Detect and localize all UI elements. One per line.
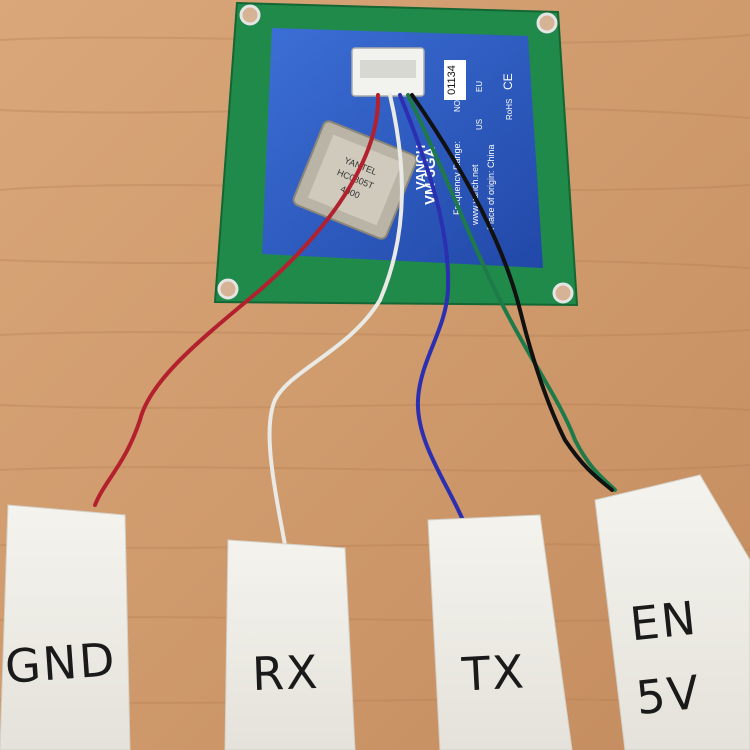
tape-rx (224, 539, 356, 750)
tape-gnd (0, 504, 131, 750)
label-gnd: GND (3, 632, 119, 694)
mount-hole-bottom-right (552, 282, 574, 304)
tape-tx (427, 514, 573, 750)
wire-black-5v (410, 93, 614, 492)
ce-mark: CE (501, 73, 515, 90)
mount-hole-top-right (536, 12, 558, 34)
connector-pins (360, 60, 416, 78)
frequency-label: Frequency Range: (452, 141, 462, 215)
us-label: US (475, 119, 484, 130)
wire-red-gnd (93, 93, 381, 507)
wire-white-rx (267, 93, 404, 547)
tape-en-5v (594, 474, 750, 750)
mount-hole-top-left (239, 4, 261, 26)
label-5v: 5V (633, 664, 704, 726)
label-en: EN (627, 590, 701, 652)
wire-green-en (406, 93, 617, 492)
label-tx: TX (460, 644, 527, 702)
origin-text: Place of origin: China (486, 144, 496, 230)
label-rx: RX (251, 644, 321, 702)
eu-label: EU (475, 81, 484, 92)
serial-prefix: NO: (453, 98, 462, 112)
wire-blue-tx (398, 93, 464, 520)
mount-hole-bottom-left (217, 278, 239, 300)
serial-number: 01134 (446, 65, 458, 95)
rohs-mark: RoHS (505, 99, 514, 120)
serial-box (444, 60, 466, 100)
